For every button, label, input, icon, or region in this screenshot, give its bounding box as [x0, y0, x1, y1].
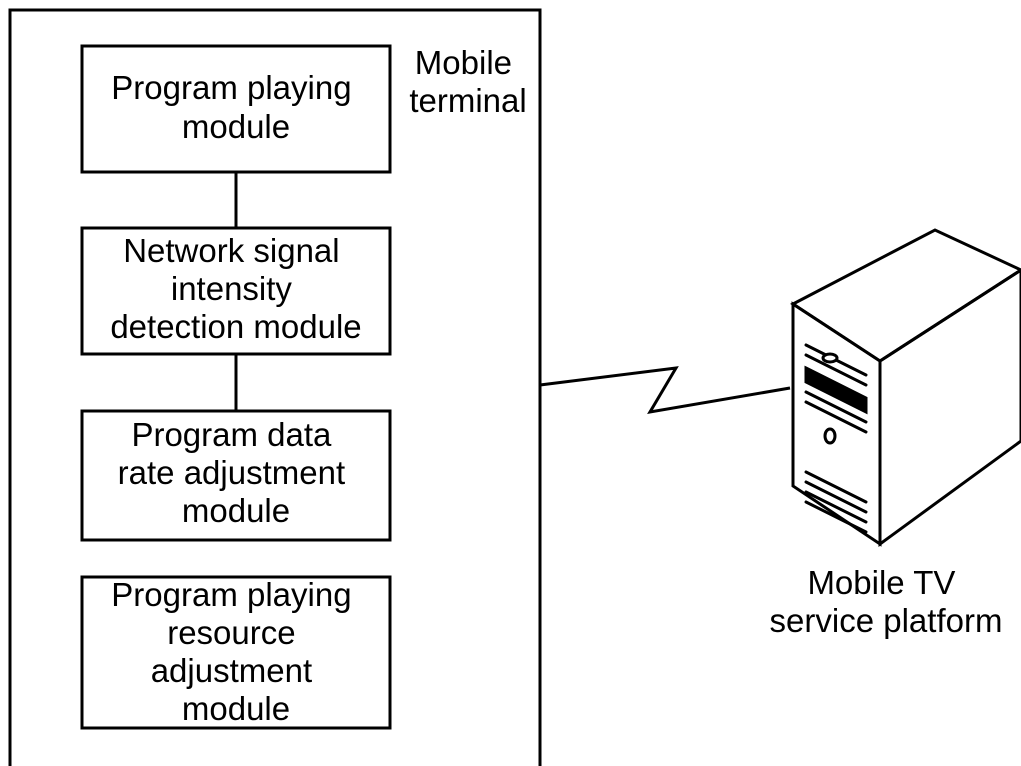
platform-label-line-1: Mobile TV [807, 564, 955, 601]
terminal-label-line-2: terminal [409, 82, 526, 119]
platform-label: Mobile TV service platform [770, 564, 1003, 639]
module-1-label: Program playing module [111, 69, 360, 145]
mobile-terminal-frame [8, 8, 542, 766]
mobile-terminal-label: Mobile terminal [409, 44, 526, 119]
module-4-label: Program playing resource adjustment modu… [111, 576, 360, 727]
module-1-line-2: module [182, 108, 290, 145]
module-2-label: Network signal intensity detection modul… [110, 232, 361, 345]
module-4-line-3: adjustment [151, 652, 312, 689]
module-2-line-2: intensity [171, 270, 293, 307]
drive-bay-lower [804, 390, 868, 434]
server-icon [790, 228, 1021, 547]
drive-bay-button [821, 352, 839, 364]
program-playing-resource-module-box [80, 575, 392, 730]
module-3-label: Program data rate adjustment module [118, 416, 355, 529]
front-vents [804, 470, 868, 534]
module-3-line-3: module [182, 492, 290, 529]
power-button [823, 427, 837, 445]
module-3-line-1: Program data [131, 416, 332, 453]
module-2-line-1: Network signal [123, 232, 339, 269]
module-4-line-2: resource [167, 614, 295, 651]
module-1-line-1: Program playing [111, 69, 351, 106]
module-2-line-3: detection module [110, 308, 361, 345]
server-top-face [790, 228, 1021, 363]
server-side-face [878, 268, 1021, 547]
platform-label-line-2: service platform [770, 602, 1003, 639]
terminal-label-line-1: Mobile [415, 44, 512, 81]
module-4-line-1: Program playing [111, 576, 351, 613]
module-4-line-4: module [182, 690, 290, 727]
module-3-line-2: rate adjustment [118, 454, 345, 491]
wireless-link [539, 366, 791, 415]
drive-bay-slot [804, 365, 868, 415]
